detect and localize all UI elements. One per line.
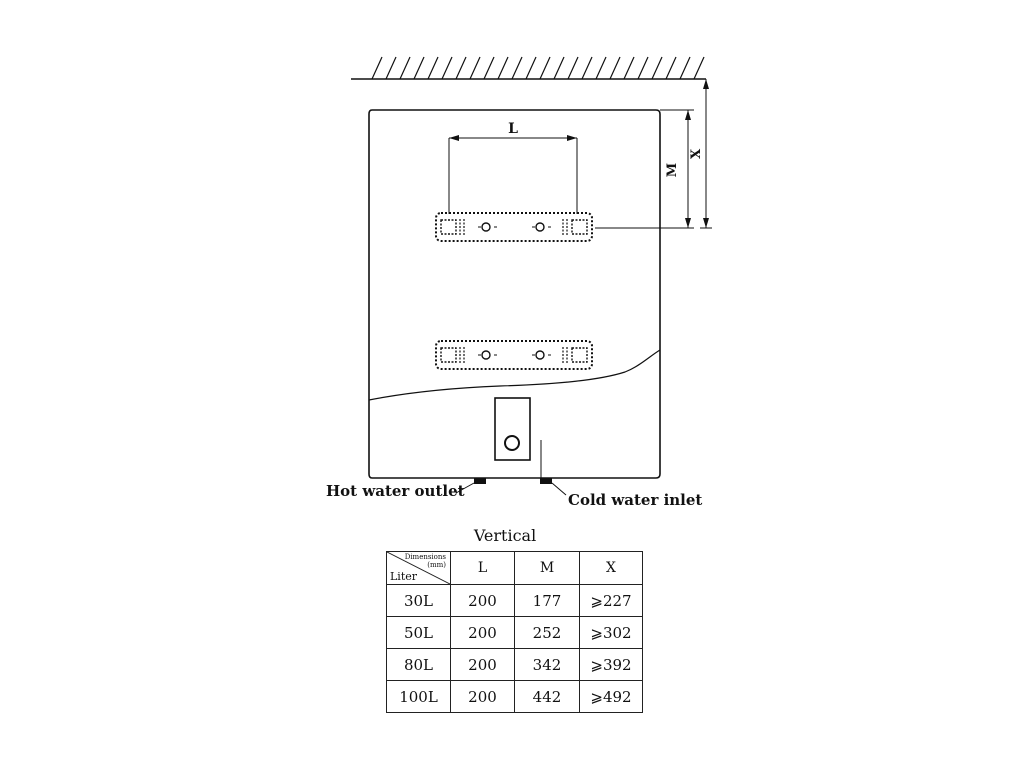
cell-x: ⩾492 (579, 680, 643, 713)
cold-inlet-pipe (540, 478, 552, 484)
dim-m-label: M (665, 163, 680, 177)
hot-outlet-pipe (474, 478, 486, 484)
dimensions-table: Dimensions(mm) Liter L M X 30L 200 177 ⩾… (386, 551, 643, 713)
row-liter: 30L (386, 584, 451, 617)
knob-icon (504, 435, 520, 451)
row-liter: 50L (386, 616, 451, 649)
cell-m: 252 (514, 616, 580, 649)
table-row: 50L 200 252 ⩾302 (386, 616, 643, 649)
ceiling (351, 56, 706, 80)
control-panel (494, 397, 542, 478)
cell-x: ⩾227 (579, 584, 643, 617)
column-header: M (514, 551, 580, 585)
corner-dimensions: Dimensions(mm) (404, 553, 446, 569)
cell-l: 200 (450, 584, 515, 617)
hot-outlet-label: Hot water outlet (326, 482, 465, 500)
dimension-l: L (448, 121, 578, 214)
corner-cell: Dimensions(mm) Liter (386, 551, 451, 585)
cell-x: ⩾302 (579, 616, 643, 649)
row-liter: 100L (386, 680, 451, 713)
cell-m: 442 (514, 680, 580, 713)
dimension-x: X (689, 79, 712, 229)
cell-m: 342 (514, 648, 580, 681)
cell-l: 200 (450, 648, 515, 681)
decor-curve (368, 349, 661, 401)
cell-m: 177 (514, 584, 580, 617)
table-row: 80L 200 342 ⩾392 (386, 648, 643, 681)
table-title: Vertical (473, 526, 537, 545)
dim-l-label: L (508, 121, 518, 137)
cold-inlet-label: Cold water inlet (568, 491, 702, 509)
lower-bracket (435, 340, 593, 370)
table-row: 100L 200 442 ⩾492 (386, 680, 643, 713)
cell-l: 200 (450, 616, 515, 649)
tank-body (368, 109, 661, 479)
upper-bracket (435, 212, 593, 242)
table-header-row: Dimensions(mm) Liter L M X (386, 551, 643, 585)
table-row: 30L 200 177 ⩾227 (386, 584, 643, 617)
dim-x-label: X (689, 148, 704, 159)
cell-x: ⩾392 (579, 648, 643, 681)
cell-l: 200 (450, 680, 515, 713)
row-liter: 80L (386, 648, 451, 681)
pipes (455, 478, 567, 496)
dimension-m: M (595, 109, 694, 229)
column-header: L (450, 551, 515, 585)
corner-liter: Liter (390, 570, 418, 583)
column-header: X (579, 551, 643, 585)
